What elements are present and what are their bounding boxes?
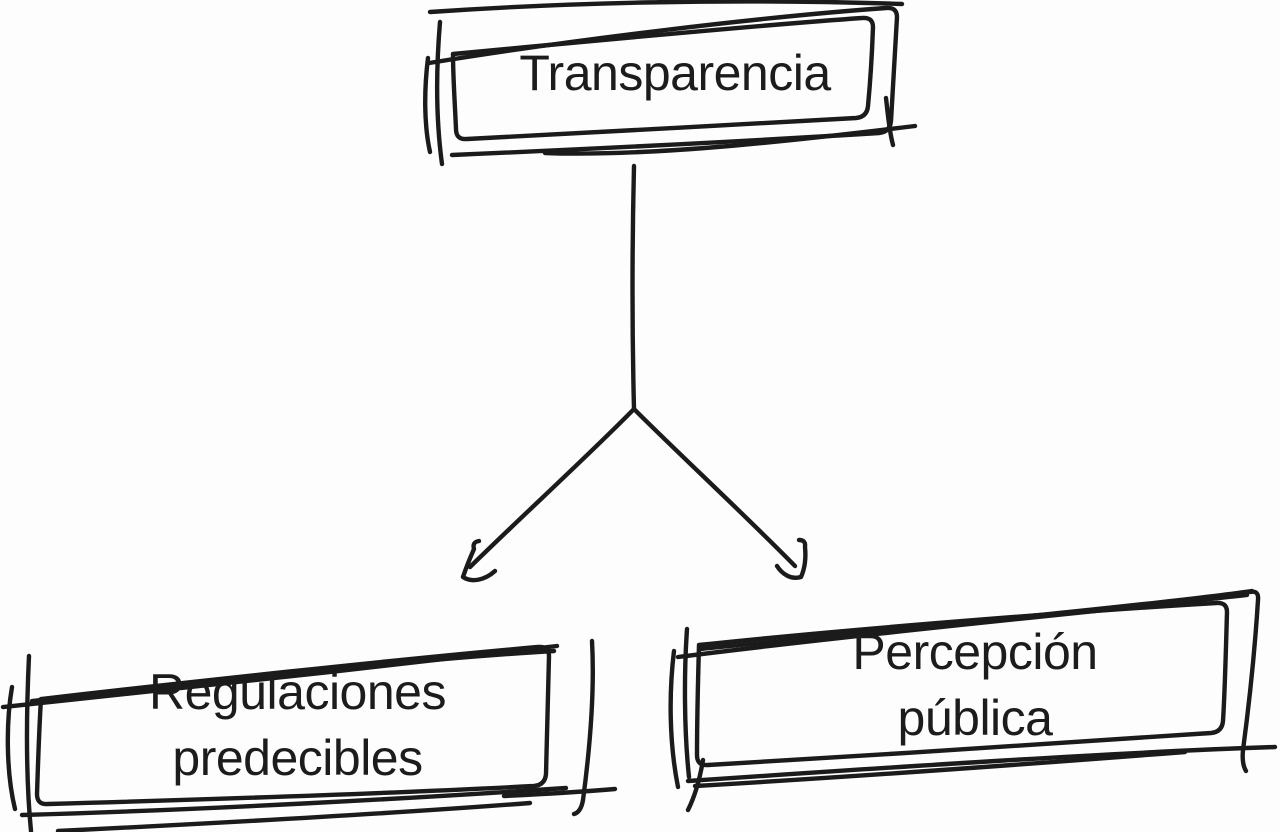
box-bottom-overshoot bbox=[501, 786, 618, 799]
arrow-connector bbox=[460, 163, 808, 583]
box-inner-rect bbox=[450, 15, 876, 142]
node-label-line: Percepción bbox=[852, 624, 1098, 680]
arrowhead-right-icon bbox=[774, 537, 808, 580]
box-left-tick bbox=[682, 626, 692, 780]
transparencia-box-outline bbox=[423, 0, 918, 167]
box-left-tick bbox=[24, 653, 34, 832]
box-outer-bottom bbox=[19, 785, 569, 818]
box-outer-pass bbox=[426, 5, 900, 158]
box-outer-left bbox=[668, 648, 681, 790]
box-left-tick bbox=[435, 19, 445, 167]
box-outer-right bbox=[1240, 589, 1261, 774]
box-inner-rect bbox=[34, 644, 552, 807]
node-percepcion-label: Percepción pública bbox=[700, 619, 1250, 751]
regulaciones-box-outline bbox=[0, 638, 618, 832]
node-label-line: Transparencia bbox=[519, 45, 831, 101]
box-outer-top-2 bbox=[697, 588, 1255, 652]
box-left-tail bbox=[685, 757, 706, 813]
arrow-stem bbox=[630, 163, 637, 412]
node-regulaciones-label: Regulaciones predecibles bbox=[40, 659, 555, 791]
box-top-overshoot bbox=[427, 0, 905, 15]
box-outer-bottom bbox=[692, 749, 1188, 789]
arrowhead-left-icon bbox=[460, 538, 498, 583]
node-label-line: Regulaciones bbox=[149, 664, 446, 720]
box-outer-top-2 bbox=[29, 648, 557, 704]
box-right-tail bbox=[883, 95, 896, 148]
box-outer-left bbox=[5, 684, 18, 812]
node-transparencia-label: Transparencia bbox=[455, 40, 895, 106]
box-outer-left bbox=[423, 55, 433, 155]
node-label-line: pública bbox=[897, 690, 1053, 746]
arrow-branch-right bbox=[631, 406, 798, 569]
box-outer-bottom-2 bbox=[55, 800, 533, 832]
percepcion-box-outline bbox=[668, 588, 1278, 813]
arrow-branch-left bbox=[467, 406, 637, 570]
node-label-line: predecibles bbox=[172, 730, 423, 786]
box-outer-right bbox=[571, 638, 595, 817]
box-bottom-overshoot bbox=[685, 744, 1278, 784]
box-bottom-overshoot bbox=[542, 123, 918, 156]
